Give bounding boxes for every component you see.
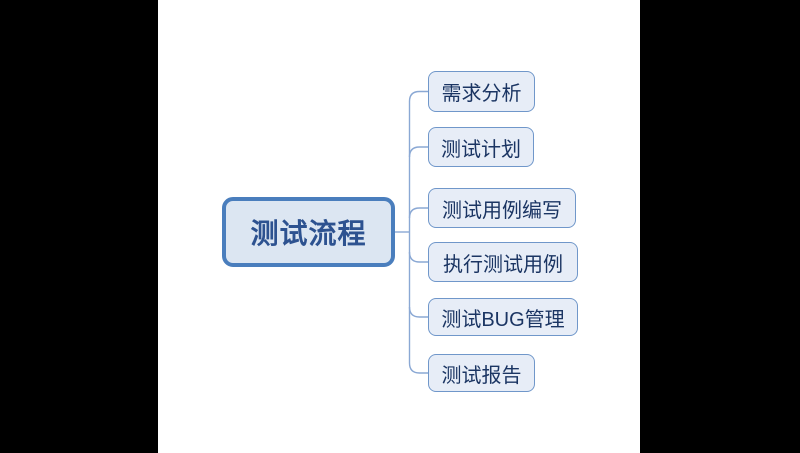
subtopic-label: 测试BUG管理 [441, 308, 565, 331]
subtopic-test-case-writing[interactable]: 测试用例编写 [428, 188, 576, 228]
letterbox-right [640, 0, 800, 453]
root-topic-label: 测试流程 [250, 218, 367, 249]
subtopic-execute-test-cases[interactable]: 执行测试用例 [428, 242, 578, 282]
subtopic-label: 测试用例编写 [442, 199, 562, 222]
connector-branch-3 [408, 207, 428, 219]
subtopic-requirements-analysis[interactable]: 需求分析 [428, 71, 535, 112]
subtopic-bug-management[interactable]: 测试BUG管理 [428, 298, 578, 336]
connector-branch-4 [408, 251, 428, 263]
subtopic-test-plan[interactable]: 测试计划 [428, 127, 534, 167]
subtopic-test-report[interactable]: 测试报告 [428, 354, 535, 392]
letterbox-left [0, 0, 158, 453]
subtopic-label: 需求分析 [441, 83, 522, 105]
subtopic-label: 测试报告 [441, 364, 522, 387]
root-topic[interactable]: 测试流程 [222, 197, 395, 267]
connector-branch-6 [408, 362, 428, 374]
connector-branch-1 [408, 90, 428, 102]
subtopic-label: 测试计划 [441, 138, 521, 161]
connector-branch-2 [408, 146, 428, 158]
connector-branch-5 [408, 306, 428, 318]
subtopic-label: 执行测试用例 [443, 253, 563, 276]
